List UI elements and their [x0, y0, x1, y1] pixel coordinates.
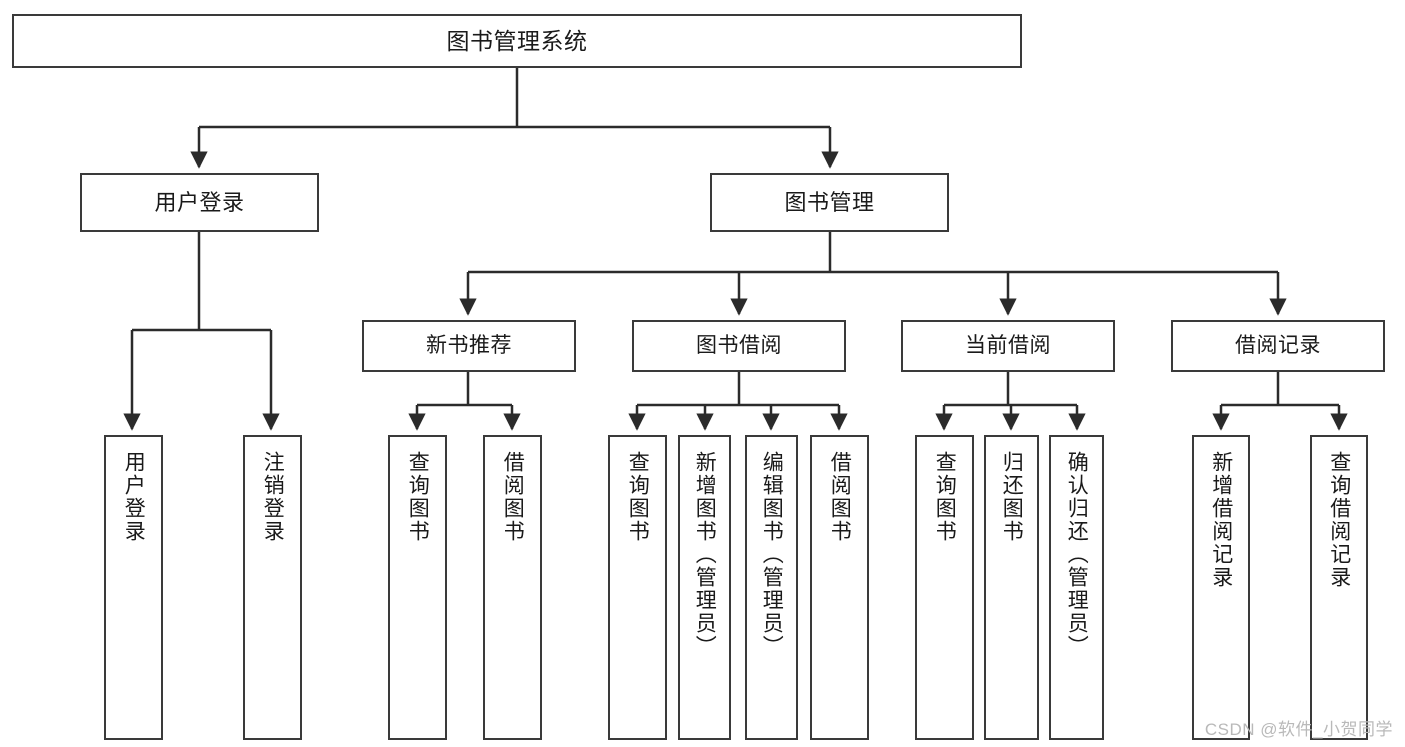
leaf-query-borrow-record[interactable]: 查询借阅记录	[1310, 435, 1368, 740]
node-label: 编辑图书（管理员）	[760, 451, 784, 658]
node-label: 图书管理系统	[446, 27, 588, 54]
leaf-add-book-admin[interactable]: 新增图书（管理员）	[678, 435, 731, 740]
node-label: 图书管理	[784, 189, 875, 215]
node-label: 注销登录	[261, 451, 285, 543]
node-label: 当前借阅	[965, 333, 1051, 357]
node-label: 用户登录	[154, 189, 245, 215]
leaf-query-book-borrow[interactable]: 查询图书	[608, 435, 667, 740]
leaf-return-book[interactable]: 归还图书	[984, 435, 1039, 740]
node-label: 借阅图书	[828, 451, 852, 543]
leaf-borrow-book-recommend[interactable]: 借阅图书	[483, 435, 542, 740]
node-label: 新增图书（管理员）	[693, 451, 717, 658]
leaf-query-book-recommend[interactable]: 查询图书	[388, 435, 447, 740]
leaf-edit-book-admin[interactable]: 编辑图书（管理员）	[745, 435, 798, 740]
node-user-login[interactable]: 用户登录	[80, 173, 319, 232]
node-label: 确认归还（管理员）	[1065, 451, 1089, 658]
node-root-system[interactable]: 图书管理系统	[12, 14, 1022, 68]
node-label: 查询图书	[626, 451, 650, 543]
node-book-management[interactable]: 图书管理	[710, 173, 949, 232]
node-label: 查询图书	[406, 451, 430, 543]
node-current-borrow[interactable]: 当前借阅	[901, 320, 1115, 372]
node-label: 图书借阅	[696, 333, 782, 357]
node-label: 新书推荐	[426, 333, 512, 357]
leaf-confirm-return-admin[interactable]: 确认归还（管理员）	[1049, 435, 1104, 740]
leaf-add-borrow-record[interactable]: 新增借阅记录	[1192, 435, 1250, 740]
leaf-user-login[interactable]: 用户登录	[104, 435, 163, 740]
node-label: 用户登录	[122, 451, 146, 543]
node-label: 查询图书	[933, 451, 957, 543]
node-book-borrow[interactable]: 图书借阅	[632, 320, 846, 372]
node-label: 归还图书	[1000, 451, 1024, 543]
leaf-logout-login[interactable]: 注销登录	[243, 435, 302, 740]
node-label: 新增借阅记录	[1209, 451, 1233, 589]
node-label: 借阅图书	[501, 451, 525, 543]
node-new-book-recommend[interactable]: 新书推荐	[362, 320, 576, 372]
node-label: 查询借阅记录	[1327, 451, 1351, 589]
node-label: 借阅记录	[1235, 333, 1321, 357]
leaf-query-book-current[interactable]: 查询图书	[915, 435, 974, 740]
node-borrow-record[interactable]: 借阅记录	[1171, 320, 1385, 372]
leaf-borrow-book[interactable]: 借阅图书	[810, 435, 869, 740]
